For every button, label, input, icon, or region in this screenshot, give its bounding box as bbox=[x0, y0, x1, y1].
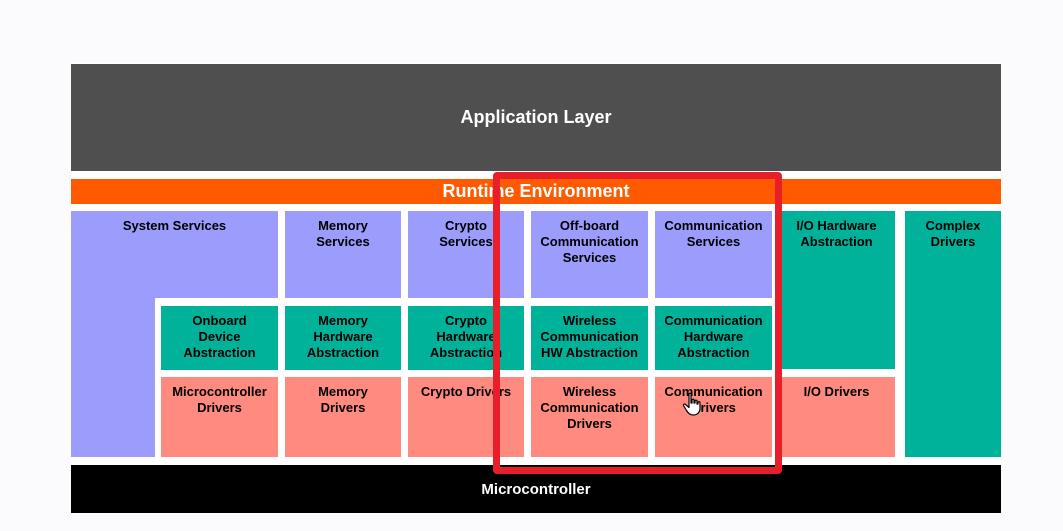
complex-drivers-label: Complex Drivers bbox=[925, 218, 981, 249]
crypto-hardware-abstraction-block: Crypto Hardware Abstraction bbox=[408, 306, 524, 370]
application-layer: Application Layer bbox=[71, 64, 1001, 171]
hand-cursor-icon bbox=[682, 392, 701, 416]
application-layer-label: Application Layer bbox=[460, 107, 612, 127]
crypto-services-block: Crypto Services bbox=[408, 211, 524, 298]
complex-drivers-block: Complex Drivers bbox=[905, 211, 1001, 457]
communication-drivers-block: Communication Drivers bbox=[655, 377, 772, 457]
crypto-services-label: Crypto Services bbox=[439, 218, 493, 249]
memory-services-label: Memory Services bbox=[316, 218, 370, 249]
memory-drivers-block: Memory Drivers bbox=[285, 377, 401, 457]
system-services-label: System Services bbox=[122, 218, 227, 233]
microcontroller-layer-label: Microcontroller bbox=[481, 480, 591, 498]
microcontroller-drivers-label: Microcontroller Drivers bbox=[172, 384, 267, 415]
communication-services-label: Communication Services bbox=[664, 218, 763, 249]
communication-services-block: Communication Services bbox=[655, 211, 772, 298]
communication-hardware-abstraction-label: Communication Hardware Abstraction bbox=[664, 313, 763, 360]
memory-services-block: Memory Services bbox=[285, 211, 401, 298]
io-drivers-label: I/O Drivers bbox=[803, 384, 870, 399]
microcontroller-drivers-block: Microcontroller Drivers bbox=[161, 377, 278, 457]
io-hardware-abstraction-label: I/O Hardware Abstraction bbox=[796, 218, 877, 249]
runtime-environment-label: Runtime Environment bbox=[442, 181, 630, 201]
offboard-communication-services-label: Off-board Communication Services bbox=[540, 218, 639, 265]
crypto-drivers-block: Crypto Drivers bbox=[408, 377, 524, 457]
communication-hardware-abstraction-block: Communication Hardware Abstraction bbox=[655, 306, 772, 370]
crypto-drivers-label: Crypto Drivers bbox=[420, 384, 512, 399]
communication-drivers-label: Communication Drivers bbox=[664, 384, 763, 415]
memory-drivers-label: Memory Drivers bbox=[318, 384, 368, 415]
crypto-hardware-abstraction-label: Crypto Hardware Abstraction bbox=[429, 313, 503, 360]
io-drivers-block: I/O Drivers bbox=[778, 377, 895, 457]
wireless-communication-hw-abstraction-block: Wireless Communication HW Abstraction bbox=[531, 306, 648, 370]
offboard-communication-services-block: Off-board Communication Services bbox=[531, 211, 648, 298]
runtime-environment: Runtime Environment bbox=[71, 179, 1001, 204]
wireless-communication-drivers-block: Wireless Communication Drivers bbox=[531, 377, 648, 457]
io-hardware-abstraction-block: I/O Hardware Abstraction bbox=[778, 211, 895, 369]
microcontroller-layer: Microcontroller bbox=[71, 465, 1001, 513]
wireless-communication-drivers-label: Wireless Communication Drivers bbox=[540, 384, 639, 431]
onboard-device-abstraction-block: Onboard Device Abstraction bbox=[161, 306, 278, 370]
memory-hardware-abstraction-block: Memory Hardware Abstraction bbox=[285, 306, 401, 370]
onboard-device-abstraction-label: Onboard Device Abstraction bbox=[183, 313, 256, 360]
wireless-communication-hw-abstraction-label: Wireless Communication HW Abstraction bbox=[540, 313, 639, 360]
memory-hardware-abstraction-label: Memory Hardware Abstraction bbox=[306, 313, 380, 360]
